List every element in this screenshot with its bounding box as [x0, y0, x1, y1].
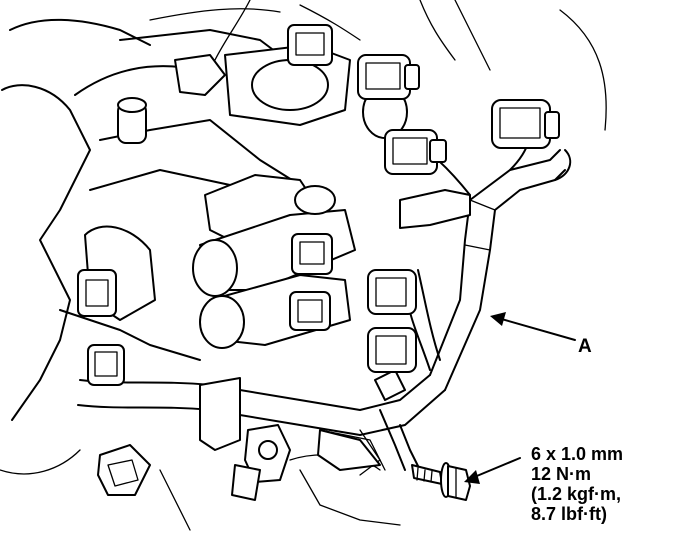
- torque-nm: 12 N·m: [531, 464, 592, 484]
- connector-harness-2: [367, 327, 417, 373]
- bolt-torque-spec: 6 x 1.0 mm 12 N·m (1.2 kgf·m, 8.7 lbf·ft…: [531, 444, 623, 524]
- connector-top-1: [287, 24, 333, 66]
- connector-right: [491, 99, 560, 149]
- leader-arrow-A: [490, 312, 576, 341]
- torque-lbfft: 8.7 lbf·ft): [531, 504, 607, 524]
- flange-bolt: [411, 462, 471, 501]
- connector-mid-1: [384, 129, 447, 175]
- connector-solenoid-2: [289, 291, 331, 331]
- connector-top-2: [357, 54, 420, 100]
- connector-harness-1: [367, 269, 417, 315]
- connector-solenoid-1: [291, 233, 333, 275]
- bolt-size: 6 x 1.0 mm: [531, 444, 624, 464]
- sensor-cap: [117, 97, 147, 144]
- leader-arrow-bolt: [464, 457, 521, 484]
- connector-bottom-mid: [231, 424, 291, 501]
- left-sensor: [77, 225, 156, 321]
- callout-label-A: A: [578, 336, 592, 357]
- connector-bottom-left: [97, 444, 151, 496]
- connector-left: [87, 344, 125, 386]
- torque-kgfm: (1.2 kgf·m,: [531, 484, 622, 504]
